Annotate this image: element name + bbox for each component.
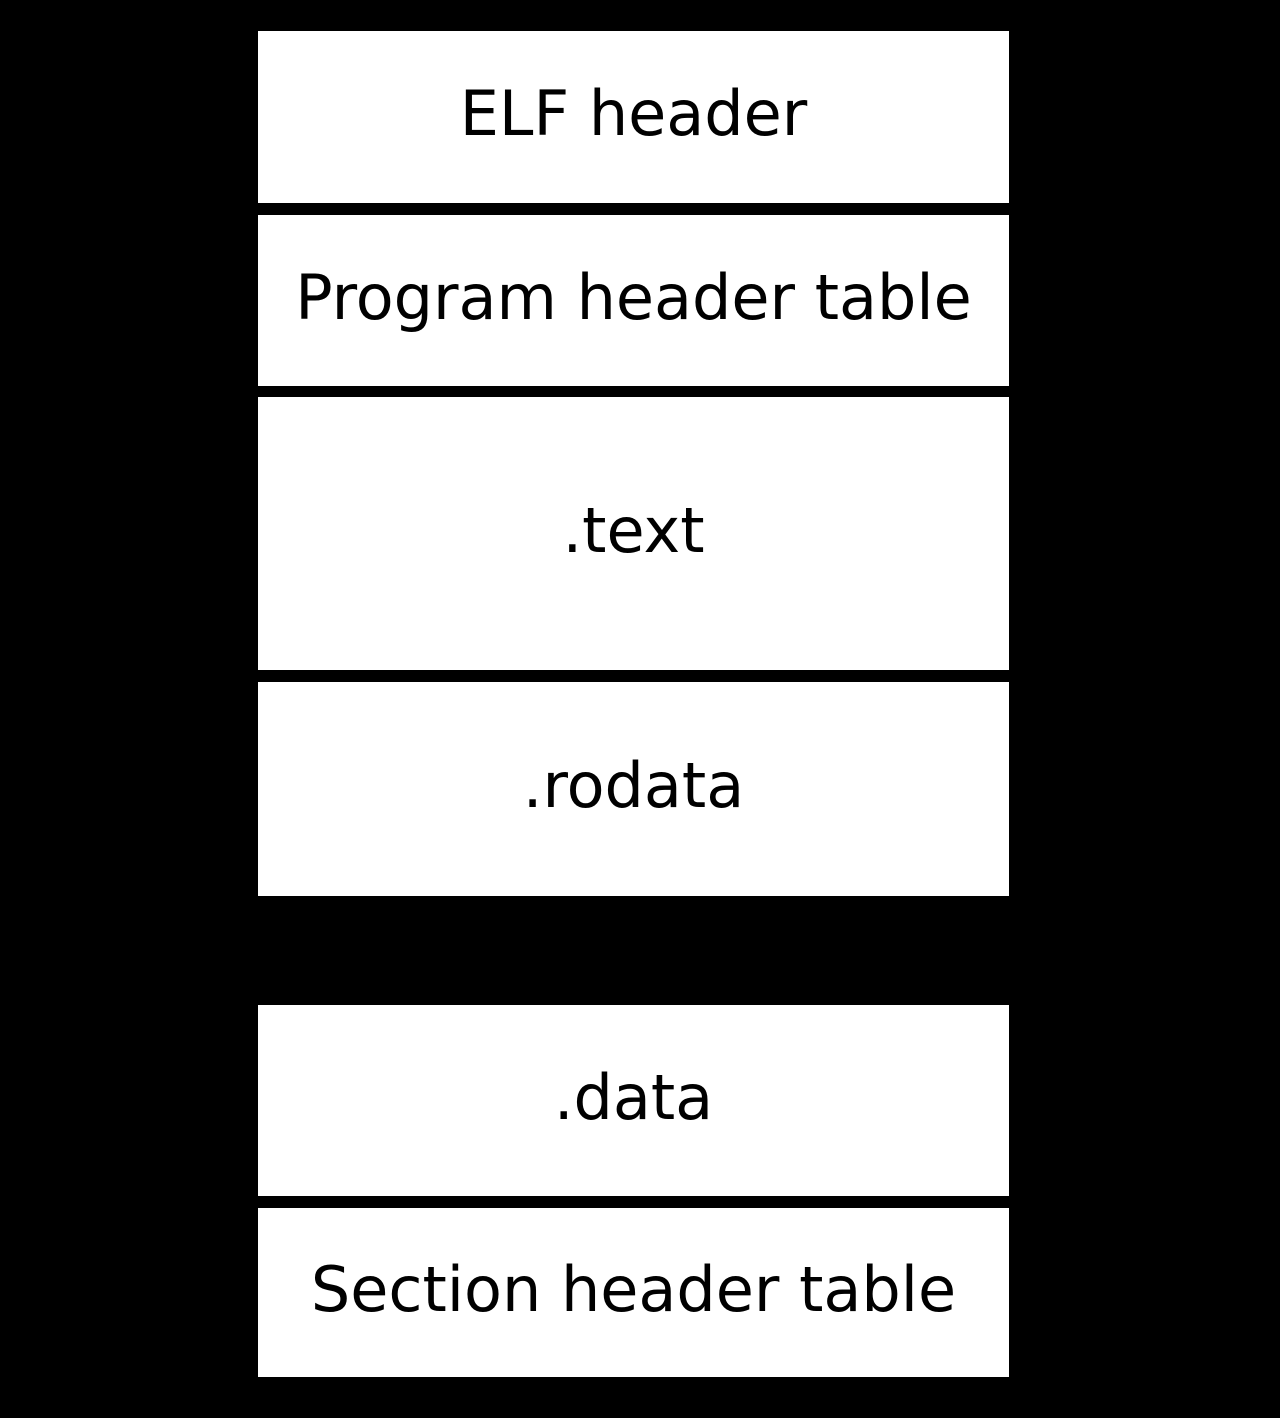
segment-label: Program header table <box>295 260 972 334</box>
segment-label: .rodata <box>522 749 745 822</box>
segment-section-header-table: Section header table <box>258 1208 1009 1377</box>
segment-label: ELF header <box>459 77 808 150</box>
segment-data-section: .data <box>258 1005 1009 1196</box>
segment-label: Section header table <box>310 1252 957 1326</box>
segment-rodata-section: .rodata <box>258 682 1009 896</box>
segment-elf-header: ELF header <box>258 31 1009 203</box>
segment-label: .text <box>562 493 705 567</box>
segment-program-header-table: Program header table <box>258 215 1009 386</box>
segment-text-section: .text <box>258 397 1009 670</box>
segment-label: .data <box>553 1060 714 1134</box>
